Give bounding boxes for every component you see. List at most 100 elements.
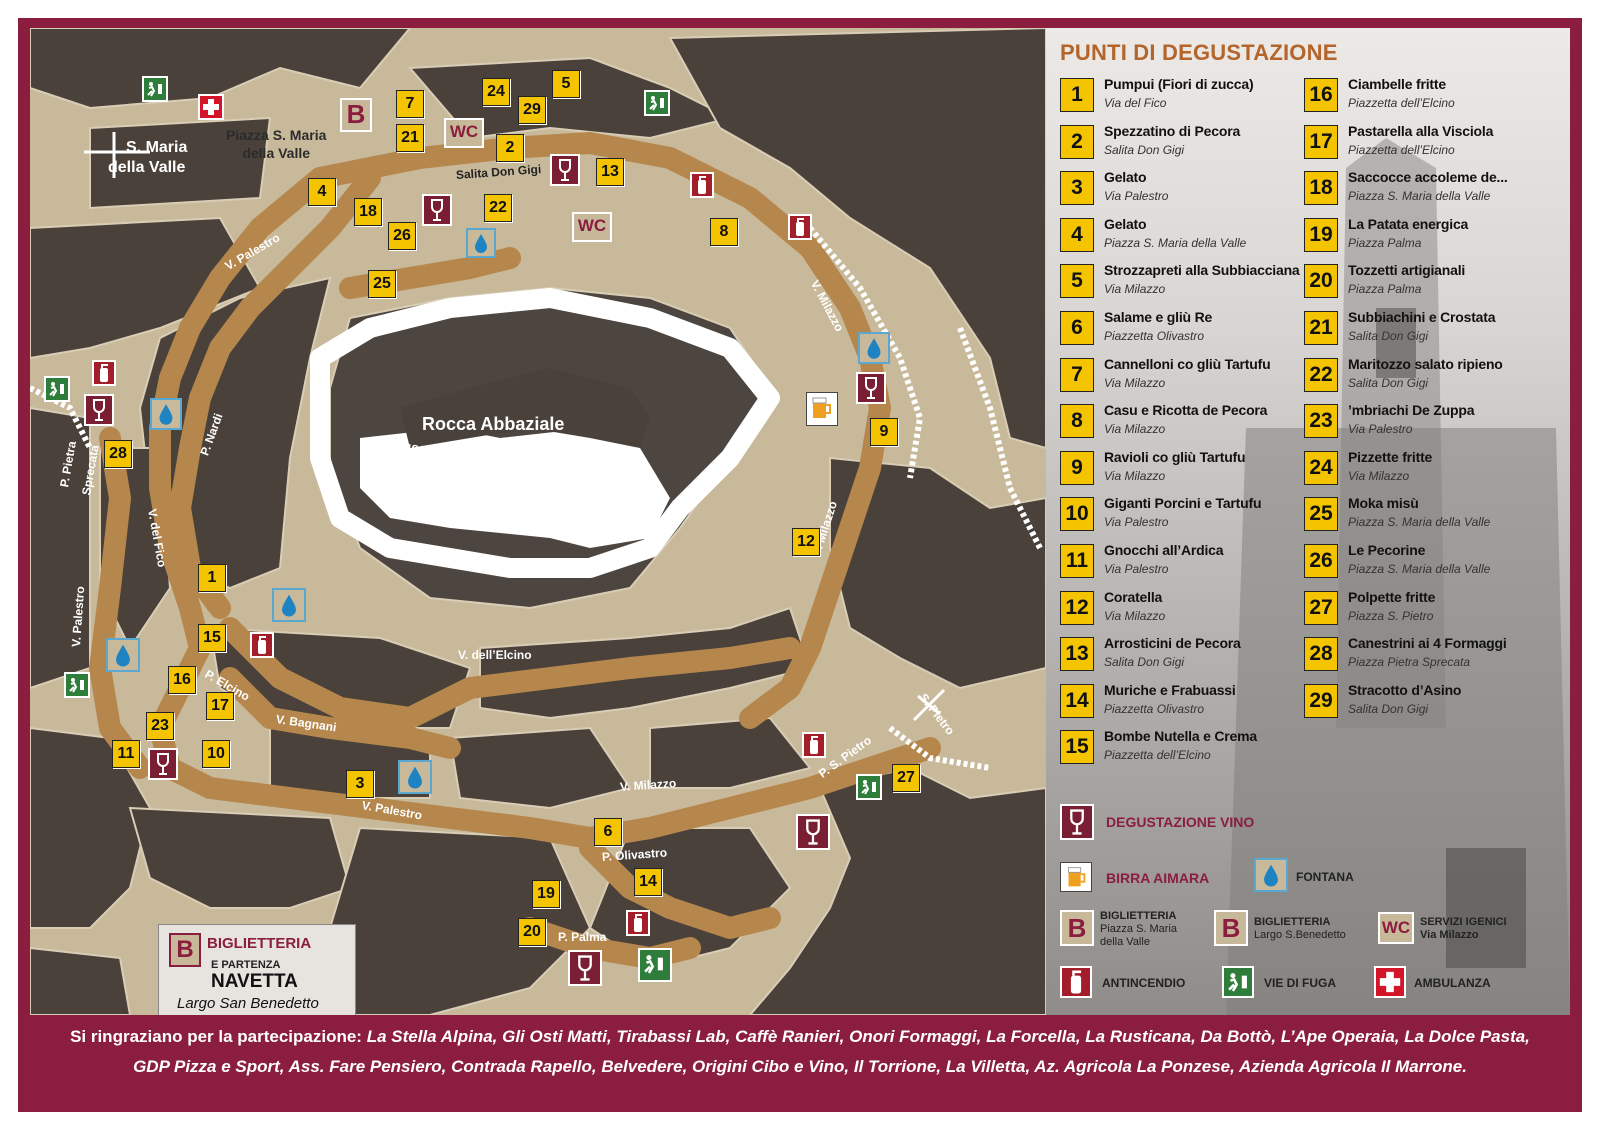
wc-icon[interactable]: WC (444, 118, 484, 148)
tasting-point-name: La Patata energica (1348, 215, 1469, 232)
fountain-icon[interactable] (858, 332, 890, 364)
map-marker-24[interactable]: 24 (482, 78, 510, 106)
ambulance-icon[interactable] (198, 94, 224, 120)
map-marker-19[interactable]: 19 (532, 880, 560, 908)
fountain-icon[interactable] (106, 638, 140, 672)
tasting-point-number: 5 (1060, 264, 1094, 299)
tasting-point-name: Arrosticini de Pecora (1104, 635, 1241, 652)
map-marker-4[interactable]: 4 (308, 178, 336, 206)
fire-extinguisher-icon[interactable] (626, 910, 650, 936)
ambulance-icon (1374, 966, 1406, 998)
ticket-office-icon[interactable]: B (340, 98, 372, 132)
fountain-icon[interactable] (398, 760, 432, 794)
map-marker-15[interactable]: 15 (198, 624, 226, 652)
map-marker-22[interactable]: 22 (484, 194, 512, 222)
map-marker-27[interactable]: 27 (892, 764, 920, 792)
escape-route-icon[interactable] (638, 948, 672, 982)
map-marker-11[interactable]: 11 (112, 740, 140, 768)
map-marker-29[interactable]: 29 (518, 96, 546, 124)
map-marker-17[interactable]: 17 (206, 692, 234, 720)
tasting-point-name: Giganti Porcini e Tartufu (1104, 495, 1262, 512)
map-marker-14[interactable]: 14 (634, 868, 662, 896)
map-marker-3[interactable]: 3 (346, 770, 374, 798)
footer-line1: Si ringraziano per la partecipazione: La… (40, 1022, 1560, 1052)
wine-glass-icon[interactable] (84, 394, 114, 426)
wine-glass-icon[interactable] (796, 814, 830, 850)
fire-extinguisher-icon[interactable] (250, 632, 274, 658)
key-ambulance-label: AMBULANZA (1414, 976, 1491, 990)
tasting-point-place: Piazzetta Olivastro (1104, 701, 1205, 716)
escape-route-icon[interactable] (644, 90, 670, 116)
map-marker-28[interactable]: 28 (104, 440, 132, 468)
wc-icon[interactable]: WC (572, 212, 612, 242)
map-marker-5[interactable]: 5 (552, 70, 580, 98)
escape-route-icon[interactable] (856, 774, 882, 800)
beer-mug-icon[interactable] (806, 392, 838, 426)
map-marker-16[interactable]: 16 (168, 666, 196, 694)
map-marker-7[interactable]: 7 (396, 90, 424, 118)
wine-glass-icon[interactable] (422, 194, 452, 226)
map-marker-18[interactable]: 18 (354, 198, 382, 226)
map-marker-6[interactable]: 6 (594, 818, 622, 846)
wine-glass-icon[interactable] (148, 748, 178, 780)
map-marker-25[interactable]: 25 (368, 270, 396, 298)
fire-extinguisher-icon[interactable] (788, 214, 812, 240)
tasting-point-number: 10 (1060, 497, 1094, 532)
fountain-icon[interactable] (150, 398, 182, 430)
map-marker-13[interactable]: 13 (596, 158, 624, 186)
wine-glass-icon[interactable] (568, 950, 602, 986)
map-marker-23[interactable]: 23 (146, 712, 174, 740)
map-marker-8[interactable]: 8 (710, 218, 738, 246)
map-marker-20[interactable]: 20 (518, 918, 546, 946)
tasting-point-number: 22 (1304, 357, 1338, 392)
map-marker-26[interactable]: 26 (388, 222, 416, 250)
map-marker-21[interactable]: 21 (396, 124, 424, 152)
tasting-point-place: Piazza S. Maria della Valle (1348, 189, 1491, 204)
map-marker-2[interactable]: 2 (496, 134, 524, 162)
tasting-point-place: Piazza S. Maria della Valle (1348, 562, 1491, 576)
map-marker-10[interactable]: 10 (202, 740, 230, 768)
fire-extinguisher-icon[interactable] (92, 360, 116, 386)
escape-route-icon[interactable] (142, 76, 168, 102)
fire-extinguisher-icon[interactable] (802, 732, 826, 758)
fountain-icon[interactable] (466, 228, 496, 258)
escape-route-icon[interactable] (44, 376, 70, 402)
map-marker-9[interactable]: 9 (870, 418, 898, 446)
wine-glass-icon[interactable] (550, 154, 580, 186)
map-marker-12[interactable]: 12 (792, 528, 820, 556)
fire-extinguisher-icon[interactable] (690, 172, 714, 198)
escape-route-icon[interactable] (64, 672, 90, 698)
fountain-icon[interactable] (272, 588, 306, 622)
wine-glass-icon[interactable] (856, 372, 886, 404)
map-marker-1[interactable]: 1 (198, 564, 226, 592)
